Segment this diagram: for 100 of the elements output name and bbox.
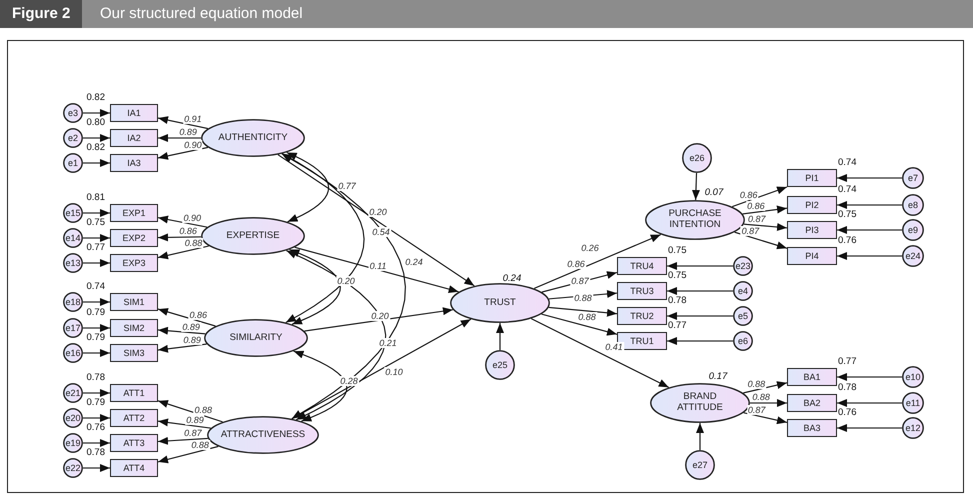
error-term-circle bbox=[902, 366, 924, 388]
latent-variable-ellipse bbox=[201, 217, 305, 255]
variable-label: e11 bbox=[906, 398, 920, 408]
path-arrow bbox=[83, 159, 110, 167]
path-coefficient: 0.91 bbox=[183, 114, 203, 124]
path-arrow bbox=[83, 324, 110, 332]
path-arrow bbox=[837, 399, 902, 407]
r-squared-value: 0.76 bbox=[86, 422, 105, 433]
latent-variable-ellipse bbox=[650, 383, 750, 423]
error-term-circle bbox=[485, 350, 515, 380]
error-term-circle bbox=[63, 153, 83, 173]
indicator-box bbox=[787, 368, 837, 386]
path-arrow bbox=[158, 446, 218, 464]
variable-label: e14 bbox=[65, 232, 81, 244]
variable-label: e21 bbox=[65, 388, 81, 398]
path-arrow bbox=[158, 216, 208, 228]
r-squared-value: 0.74 bbox=[838, 184, 856, 195]
variable-label: ATT2 bbox=[123, 412, 145, 424]
path-coefficient: 0.86 bbox=[746, 201, 766, 212]
variable-label: BA1 bbox=[803, 372, 820, 382]
path-arrow bbox=[742, 206, 788, 214]
path-arrow bbox=[837, 226, 902, 234]
r-squared-value: 0.77 bbox=[668, 320, 686, 331]
variable-label: ATT3 bbox=[123, 438, 145, 448]
r-squared-value: 0.79 bbox=[86, 332, 105, 343]
error-term-circle bbox=[63, 408, 83, 428]
indicator-box bbox=[787, 196, 837, 214]
variable-label: IA2 bbox=[127, 132, 141, 144]
path-arrow bbox=[837, 252, 902, 260]
path-coefficient: 0.89 bbox=[181, 322, 201, 332]
path-coefficient: 0.88 bbox=[190, 440, 210, 450]
r-squared-value: 0.78 bbox=[668, 295, 686, 306]
path-arrow bbox=[530, 318, 670, 388]
variable-label: e19 bbox=[65, 438, 81, 448]
path-arrow bbox=[541, 314, 618, 336]
path-coefficient: 0.20 bbox=[370, 311, 390, 321]
path-arrow bbox=[732, 186, 788, 208]
path-arrow bbox=[744, 412, 788, 424]
path-arrow bbox=[734, 232, 788, 250]
correlation-arrow bbox=[286, 250, 386, 420]
r-squared-value: 0.74 bbox=[838, 157, 856, 168]
error-term-circle bbox=[902, 245, 924, 267]
path-arrow bbox=[837, 201, 902, 209]
r-squared-value: 0.75 bbox=[86, 217, 105, 228]
variable-label: SIM3 bbox=[123, 348, 144, 358]
variable-label: SIM1 bbox=[123, 296, 144, 308]
variable-label: PI2 bbox=[805, 200, 819, 210]
r-squared-value: 0.24 bbox=[502, 273, 522, 284]
variable-label: EXP2 bbox=[122, 232, 146, 244]
variable-label: IA3 bbox=[127, 158, 141, 168]
error-term-circle bbox=[63, 228, 83, 248]
r-squared-value: 0.78 bbox=[86, 447, 105, 458]
variable-label: e10 bbox=[905, 372, 921, 382]
variable-label: SIMILARITY bbox=[230, 332, 282, 344]
path-arrow bbox=[83, 298, 110, 306]
latent-variable-ellipse bbox=[207, 416, 319, 454]
r-squared-value: 0.79 bbox=[86, 397, 105, 408]
path-coefficient: 0.88 bbox=[573, 293, 593, 303]
path-arrow bbox=[158, 326, 206, 335]
error-term-circle bbox=[733, 331, 753, 351]
variable-label: TRU1 bbox=[630, 336, 654, 346]
error-term-circle bbox=[63, 253, 83, 273]
variable-label: e16 bbox=[65, 348, 81, 358]
path-arrow bbox=[496, 323, 504, 350]
path-coefficient: 0.89 bbox=[185, 415, 205, 426]
indicator-box bbox=[787, 394, 837, 412]
variable-label: e4 bbox=[738, 286, 748, 296]
indicator-box bbox=[110, 434, 158, 452]
path-coefficient: 0.24 bbox=[404, 257, 424, 267]
indicator-box bbox=[787, 247, 837, 265]
r-squared-value: 0.82 bbox=[86, 142, 105, 153]
correlation-arrow bbox=[286, 152, 330, 222]
variable-label: e13 bbox=[65, 258, 81, 268]
latent-variable-ellipse bbox=[201, 119, 305, 157]
variable-label: ATTRACTIVENESS bbox=[220, 430, 306, 440]
path-arrow bbox=[83, 259, 110, 267]
path-coefficient: 0.86 bbox=[178, 226, 198, 236]
path-arrow bbox=[692, 172, 700, 200]
variable-label: PI1 bbox=[805, 172, 819, 184]
variable-label: e9 bbox=[908, 224, 918, 236]
error-term-circle bbox=[733, 256, 753, 276]
error-term-circle bbox=[682, 143, 712, 173]
r-squared-value: 0.78 bbox=[86, 372, 105, 383]
indicator-box bbox=[110, 229, 158, 247]
path-coefficient: 0.41 bbox=[604, 342, 624, 352]
path-coefficient: 0.88 bbox=[184, 238, 204, 248]
indicator-box bbox=[110, 459, 158, 477]
variable-label: e27 bbox=[692, 460, 708, 470]
path-arrow bbox=[667, 312, 733, 320]
variable-label: TRUST bbox=[484, 298, 516, 308]
path-arrow bbox=[667, 287, 733, 295]
error-term-circle bbox=[63, 203, 83, 223]
error-term-circle bbox=[733, 281, 753, 301]
variable-label: EXPERTISE bbox=[226, 230, 280, 242]
path-arrow bbox=[304, 307, 454, 332]
variable-label: e17 bbox=[65, 322, 81, 334]
indicator-box bbox=[110, 129, 158, 147]
error-term-circle bbox=[902, 392, 924, 414]
path-arrow bbox=[158, 418, 211, 429]
path-arrow bbox=[294, 246, 459, 294]
